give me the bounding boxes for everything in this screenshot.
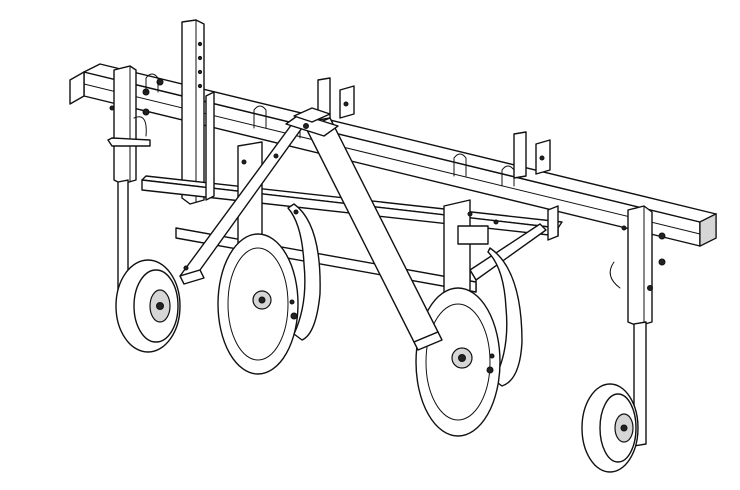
a-frame-hitch: [179, 107, 443, 351]
right-disc-gang: [415, 199, 523, 437]
left-disc-gang: [217, 141, 321, 375]
left-gauge-wheel: [115, 259, 181, 353]
depth-marker-post: [181, 19, 205, 205]
right-gauge-wheel: [581, 383, 639, 473]
main-toolbar-beam: [69, 63, 717, 247]
hitch-mast: [317, 77, 551, 179]
bolts-and-fasteners: [183, 153, 499, 271]
